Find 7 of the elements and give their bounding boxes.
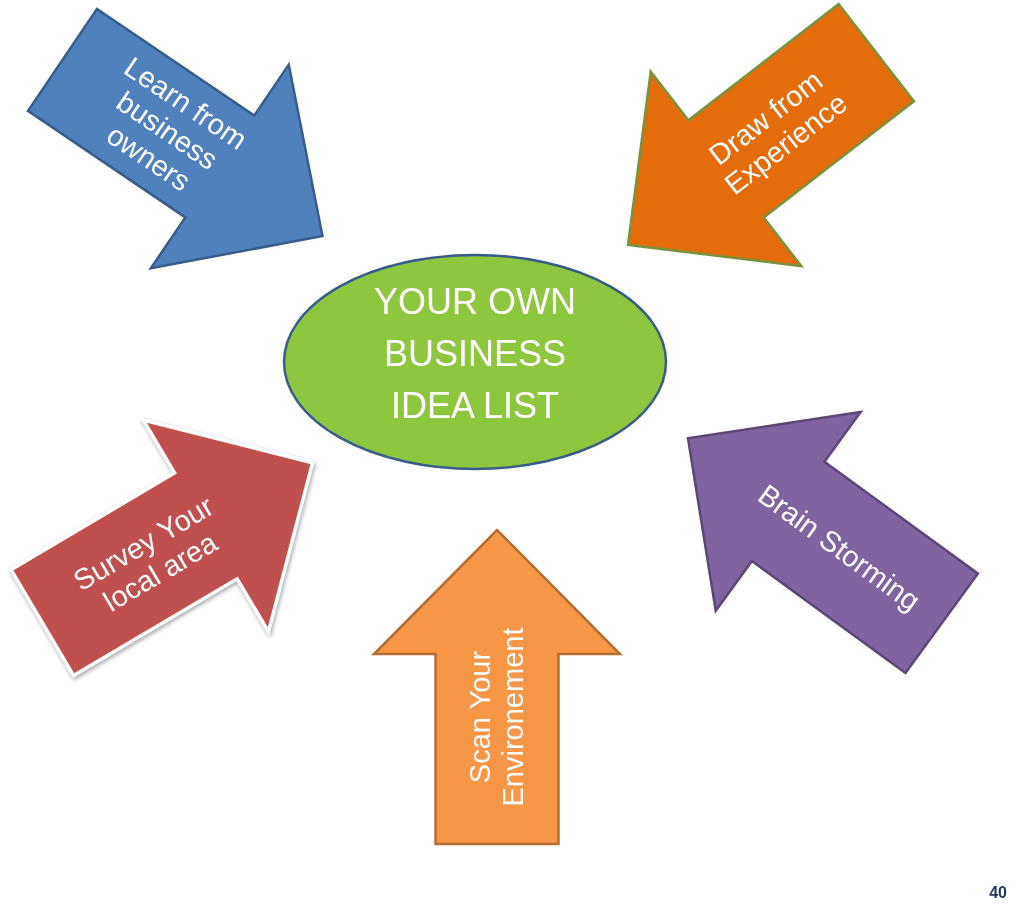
block-arrow [370, 526, 624, 848]
central-ellipse [280, 251, 670, 473]
block-arrow [684, 407, 982, 677]
page-number: 40 [989, 884, 1007, 902]
arrow-label: Scan Your Environement [464, 626, 530, 809]
block-arrow [624, 0, 918, 271]
node-label: YOUR OWN BUSINESS IDEA LIST [373, 280, 577, 428]
